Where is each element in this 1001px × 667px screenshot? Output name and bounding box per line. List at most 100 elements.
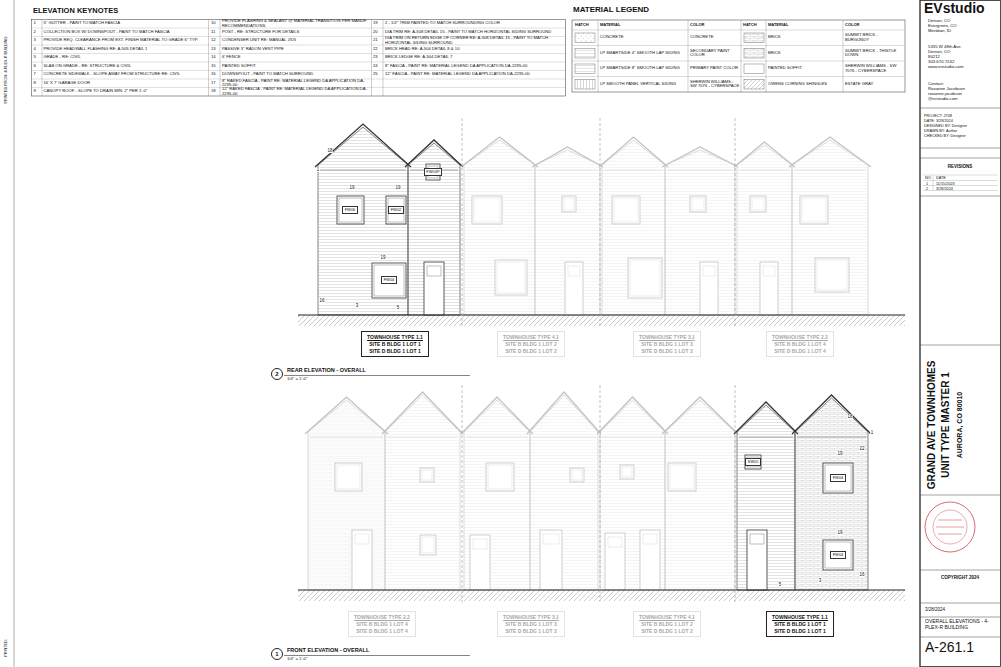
annotation-text: PROVIDE FLASHING & SEALANT @ MATERIAL TR… <box>222 20 370 29</box>
annotation-text: DATE: 3/28/2024 <box>924 119 953 123</box>
annotation-text: 6 <box>34 62 42 71</box>
window-sash <box>622 467 632 477</box>
legend-material: LP SMARTSIDE 4" SMOOTH LAP SIDING <box>600 46 686 62</box>
legend-samples <box>575 33 764 89</box>
annotation-text: REVISIONS <box>948 164 973 169</box>
sheet-title-text: UNIT TYPE MASTER 1 <box>940 372 951 478</box>
trim-line <box>532 437 596 438</box>
view-number-circle: 2 <box>271 368 283 380</box>
roof-fascia <box>382 392 463 434</box>
annotation-text: 19 <box>373 20 381 29</box>
door <box>470 535 490 590</box>
sheet-title-text: PRINTED FROM: 4-PLEX-R BUILDING <box>4 36 8 103</box>
callout-number: 16 <box>319 298 325 303</box>
gable-wall <box>665 400 735 590</box>
architect-stamp-inner <box>933 510 967 544</box>
table-row-line <box>32 70 566 71</box>
trim-line <box>466 170 533 171</box>
lot-reference: SITE B BLDG 1 LOT 2 <box>503 341 559 348</box>
table-column-line <box>371 20 372 97</box>
sheet-frame <box>14 0 1001 667</box>
window <box>420 535 436 555</box>
callout-number: 3 <box>355 303 359 308</box>
door-lite <box>763 266 775 276</box>
window <box>495 260 527 295</box>
annotation-text: 14 <box>211 54 219 63</box>
window-tag: FW04 <box>381 276 396 283</box>
townhouse-unit <box>461 137 603 315</box>
window-tag: FW04 <box>830 551 845 558</box>
stamp-marks <box>936 520 964 534</box>
table-column-line <box>42 20 43 97</box>
table-border <box>32 20 566 97</box>
gable-wall <box>530 395 598 590</box>
townhouse-unit <box>734 137 871 315</box>
gable-wall <box>737 145 792 315</box>
annotation-text: DRAWN BY: Author <box>924 129 957 133</box>
title-block-divider <box>920 495 1001 496</box>
annotation-text: @evstudio.com <box>928 97 958 102</box>
annotation-text: REAR ELEVATION - OVERALL <box>287 367 366 373</box>
elevation-drawing <box>298 385 905 602</box>
window-sash <box>474 198 500 222</box>
callout-number: 19 <box>380 255 386 260</box>
gable-wall <box>464 400 530 590</box>
tag-text: FW04 <box>833 476 844 481</box>
door-lite <box>543 534 559 544</box>
annotation-text: 3/28/2024 <box>936 187 953 191</box>
window-sash <box>825 465 851 491</box>
roof-fascia <box>599 137 668 167</box>
material-legend-table <box>572 20 905 92</box>
gable-wall <box>535 150 600 315</box>
window-sash <box>388 198 404 222</box>
annotation-text: DOWNSPOUT - PAINT TO MATCH SURROUND <box>222 71 370 80</box>
grade-line <box>298 315 905 316</box>
unit-type-title: TOWNHOUSE TYPE 4.1 <box>503 334 559 341</box>
lot-reference: SITE B BLDG 1 LOT 2 <box>639 621 695 628</box>
table-row-line <box>32 28 566 29</box>
sheet-title-text: GRAND AVE TOWNHOMES <box>926 361 937 490</box>
lot-reference: SITE D BLDG 1 LOT 1 <box>772 628 828 635</box>
lot-reference: SITE B BLDG 1 LOT 3 <box>639 341 695 348</box>
trim-line <box>320 170 406 171</box>
unit-separation-line <box>462 385 463 602</box>
annotation-text: COLOR <box>845 20 859 30</box>
callout-number: 3 <box>818 578 822 583</box>
gable-wall <box>408 143 460 315</box>
window <box>372 263 406 298</box>
roof-fascia <box>734 142 795 167</box>
window <box>823 463 853 493</box>
window-sash <box>817 260 847 290</box>
annotation-text: 5 <box>34 54 42 63</box>
townhouse-unit <box>461 392 601 590</box>
gable-wall <box>792 140 868 315</box>
annotation-text: 1/4" = 1'-0" <box>287 377 307 382</box>
annotation-text: HATCH <box>575 20 589 30</box>
sheet-title-text: AURORA, CO 80010 <box>956 392 964 459</box>
annotation-text: 1 <box>34 20 42 29</box>
gable-wall <box>602 140 665 315</box>
title-block-divider <box>920 637 1001 638</box>
annotation-text: 8 <box>34 79 42 88</box>
table-column-line <box>688 20 689 92</box>
lot-reference: SITE B BLDG 1 LOT 1 <box>772 621 828 628</box>
annotation-text: 1/4" = 1'-0" <box>287 657 307 662</box>
annotation-text: 3/28/2024 <box>925 607 945 612</box>
tag-text: FW04 <box>384 278 395 283</box>
annotation-text: SHERWIN WILLIAMS - SW 7076 - CYBERSPACE <box>690 77 740 93</box>
window-sash <box>825 542 851 568</box>
trim-line <box>667 437 733 438</box>
legend-material: LP SMARTSIDE 8" SMOOTH LAP SIDING <box>600 61 686 77</box>
unit-label-box: TOWNHOUSE TYPE 4.1SITE B BLDG 1 LOT 2SIT… <box>633 611 701 637</box>
unit-label-box: TOWNHOUSE TYPE 1.1SITE B BLDG 1 LOT 1SIT… <box>766 611 834 637</box>
legend-material: BRICK <box>768 30 841 46</box>
trim-line <box>602 437 663 438</box>
annotation-text: PAINTED SOFFIT <box>222 62 370 71</box>
legend-material: PAINTED SOFFIT <box>768 61 841 77</box>
annotation-text: Meridian, ID <box>928 29 951 34</box>
tag-text: SW05 <box>748 460 759 465</box>
trim-line <box>739 437 793 438</box>
window <box>420 468 434 482</box>
unit-label-box: TOWNHOUSE TYPE 3.1SITE B BLDG 1 LOT 3SIT… <box>497 611 565 637</box>
ground-hatch <box>298 315 905 326</box>
